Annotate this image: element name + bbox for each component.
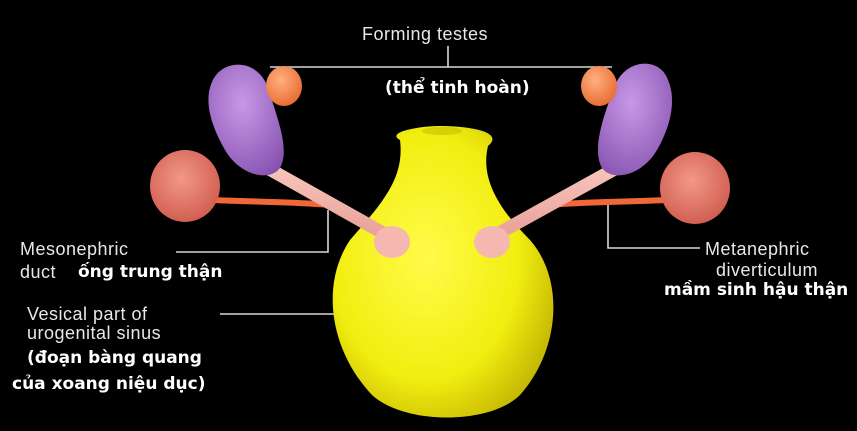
mesonephric-duct-label-line1: Mesonephric (20, 239, 129, 259)
right-duct-opening (474, 226, 510, 258)
vesical-label-line1: Vesical part of (27, 304, 148, 324)
left-duct-opening (374, 226, 410, 258)
sinus-opening (422, 127, 462, 135)
left-ureter (209, 197, 333, 208)
metanephric-label-line1: Metanephric (705, 239, 810, 259)
testes-leader-line (270, 46, 612, 68)
left-mesonephric-duct (255, 158, 399, 245)
left-testis (266, 66, 302, 106)
left-kidney (150, 150, 220, 222)
right-epididymis (597, 63, 673, 176)
vesical-vi-label-line1: (đoạn bàng quang (27, 348, 202, 368)
metanephric-vi-label: mầm sinh hậu thận (664, 280, 849, 300)
vesical-vi-label-line2: của xoang niệu dục) (12, 374, 206, 394)
vesical-label-line2: urogenital sinus (27, 323, 162, 343)
forming-testes-label: Forming testes (362, 24, 489, 44)
right-mesonephric-duct (483, 158, 629, 245)
forming-testes-vi-label: (thể tinh hoàn) (385, 78, 530, 98)
right-testis (581, 66, 617, 106)
right-kidney (660, 152, 730, 224)
left-epididymis (208, 64, 284, 176)
metanephric-leader-line (607, 200, 700, 249)
metanephric-label-line2: diverticulum (716, 260, 819, 280)
mesonephric-leader-line (176, 210, 329, 253)
mesonephric-duct-label-line2: duct (20, 262, 57, 282)
mesonephric-duct-vi-label: ống trung thận (78, 262, 223, 282)
urogenital-sinus (332, 126, 554, 418)
